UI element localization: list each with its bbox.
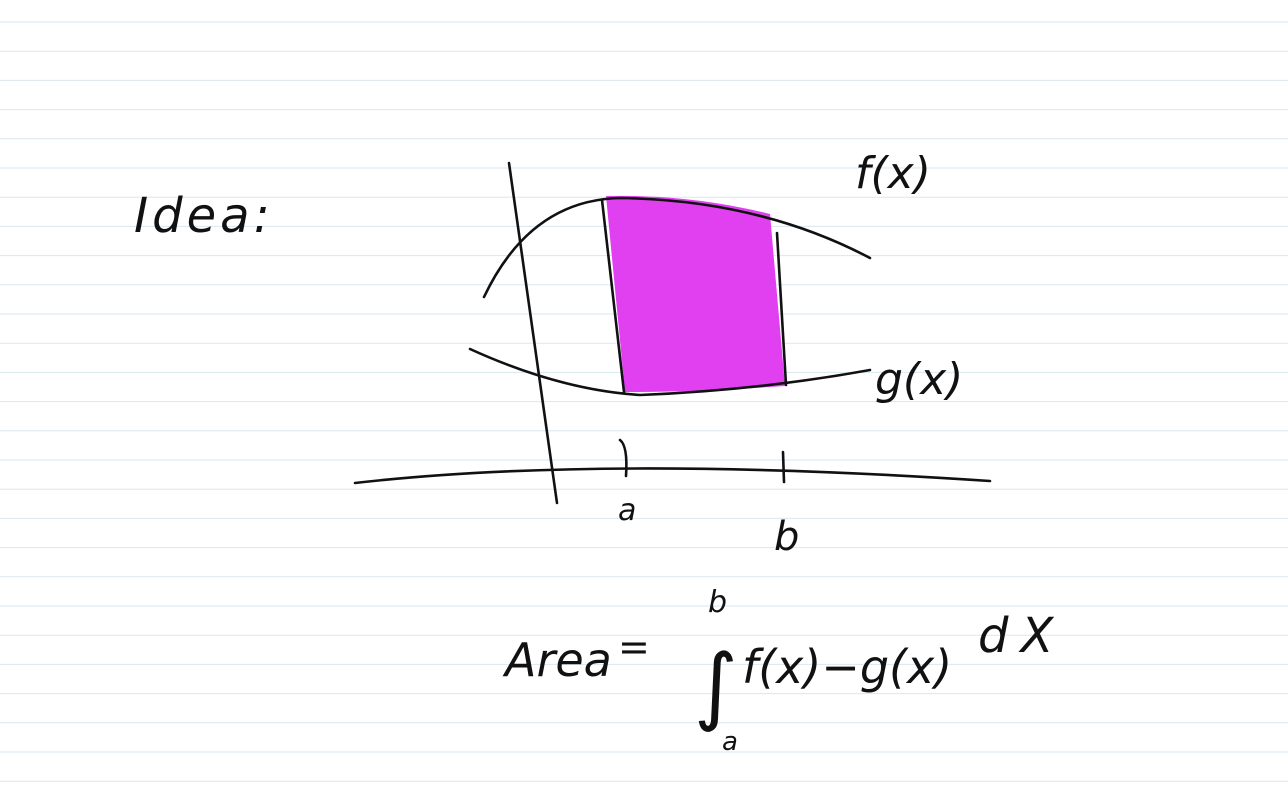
integral-upper-limit: b	[708, 585, 727, 620]
integral-sign: ∫	[694, 636, 738, 734]
tick-label-a: a	[618, 493, 636, 528]
formula-lhs: Area	[502, 633, 612, 687]
tick-a	[618, 438, 628, 478]
shaded-region	[606, 195, 785, 392]
tick-label-b: b	[774, 514, 799, 560]
boundary-a	[600, 198, 626, 394]
heading-text: Idea:	[134, 188, 274, 244]
boundary-b	[775, 231, 788, 387]
tick-b	[781, 450, 786, 484]
differential: dX	[978, 608, 1065, 664]
y-axis	[507, 161, 559, 505]
integral-lower-limit: a	[722, 727, 738, 757]
graph	[353, 161, 992, 505]
curve-f	[482, 196, 872, 299]
x-axis	[353, 467, 992, 485]
label-g: g(x)	[875, 354, 963, 405]
label-f: f(x)	[855, 148, 931, 199]
formula-equals: =	[618, 625, 650, 669]
integrand: f(x)−g(x)	[742, 640, 952, 694]
curve-g	[468, 347, 872, 397]
